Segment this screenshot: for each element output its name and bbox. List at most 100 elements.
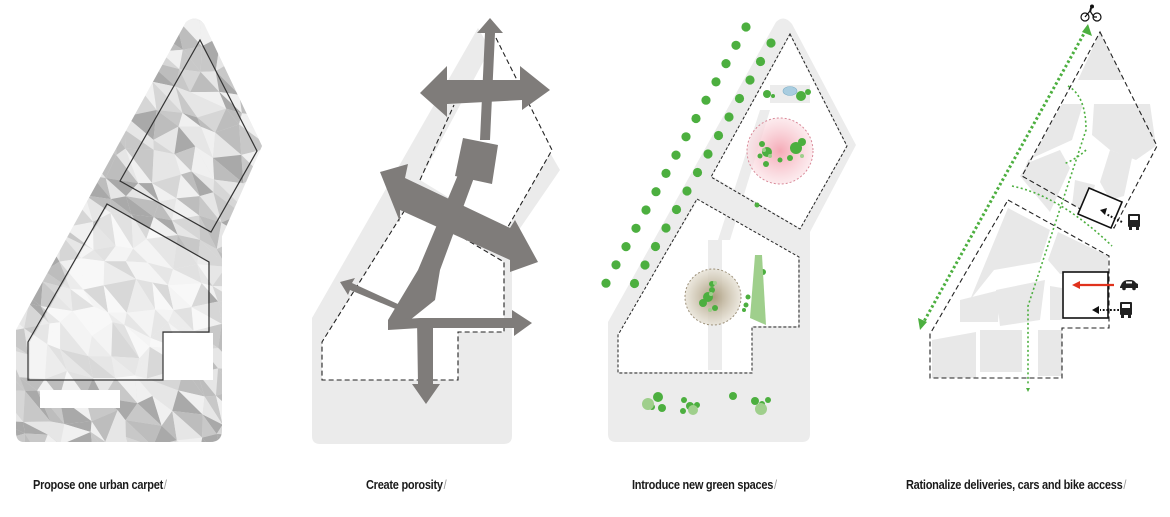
- plot-outlines-dashed: [321, 37, 553, 381]
- arrow-head-delivery-lower: [1092, 306, 1099, 314]
- carpet-triangle: [279, 130, 290, 149]
- carpet-triangle: [220, 36, 240, 59]
- carpet-triangle: [59, 18, 83, 27]
- carpet-triangle: [146, 378, 179, 397]
- carpet-triangle: [27, 168, 45, 202]
- carpet-triangle: [29, 130, 47, 153]
- carpet-triangle: [171, 198, 200, 221]
- tree: [681, 132, 691, 142]
- carpet-triangle: [60, 423, 91, 442]
- pedestrian-paths: [1011, 85, 1113, 385]
- tree: [661, 168, 671, 178]
- carpet-triangle: [128, 48, 160, 61]
- carpet-triangle: [16, 238, 22, 265]
- carpet-triangle: [287, 432, 290, 460]
- carpet-triangle: [283, 171, 290, 192]
- carpet-triangle: [105, 178, 139, 197]
- carpet-triangle: [249, 0, 263, 15]
- tree: [631, 223, 641, 233]
- carpet-triangle: [16, 18, 44, 30]
- carpet-triangle: [236, 18, 262, 43]
- carpet-triangle: [287, 48, 290, 71]
- carpet-triangle: [260, 173, 262, 205]
- carpet-triangle: [16, 433, 25, 442]
- carpet-triangle: [283, 349, 290, 374]
- carpet-triangle: [16, 41, 24, 66]
- carpet-triangle: [259, 42, 262, 72]
- tree: [671, 150, 681, 160]
- caption-slash: /: [443, 478, 447, 492]
- carpet-triangle: [18, 168, 39, 202]
- tree: [708, 308, 712, 312]
- carpet-triangle: [36, 217, 61, 248]
- carpet-triangle: [239, 94, 262, 117]
- carpet-triangle: [16, 0, 43, 18]
- panel-green-spaces: [590, 0, 870, 460]
- tree: [729, 392, 737, 400]
- carpet-triangle: [239, 267, 257, 291]
- tree: [671, 204, 682, 215]
- tree: [741, 22, 751, 32]
- carpet-triangle: [243, 236, 262, 261]
- delivery-truck-icon: [1128, 214, 1140, 230]
- carpet-triangle: [115, 375, 138, 404]
- carpet-triangle: [282, 86, 290, 118]
- carpet-triangle: [106, 18, 135, 29]
- carpet-triangle: [279, 21, 290, 52]
- carpet-triangle: [65, 65, 93, 83]
- carpet-triangle: [63, 171, 86, 200]
- carpet-triangle: [200, 239, 227, 267]
- carpet-triangle: [134, 375, 153, 397]
- carpet-triangle: [239, 236, 262, 268]
- arrow-north: [477, 18, 503, 140]
- tree: [768, 154, 772, 158]
- carpet-triangle: [152, 174, 181, 199]
- carpet-triangle: [216, 433, 247, 442]
- carpet-triangle: [235, 389, 262, 414]
- carpet-triangle: [239, 41, 260, 59]
- tree: [798, 138, 806, 146]
- tree: [787, 155, 793, 161]
- arrow-east-west-upper: [420, 66, 550, 117]
- carpet-triangle: [153, 109, 179, 140]
- carpet-triangle: [125, 183, 160, 202]
- carpet-triangle: [259, 18, 262, 48]
- tree: [711, 77, 721, 87]
- carpet-triangle: [222, 413, 236, 435]
- carpet-triangle: [149, 18, 176, 29]
- carpet-triangle: [281, 401, 290, 423]
- carpet-triangle: [16, 291, 29, 313]
- carpet-triangle: [16, 179, 19, 202]
- plot-outlines-dotted: [617, 32, 848, 374]
- carpet-triangle: [260, 147, 262, 174]
- carpet-triangle: [280, 401, 290, 424]
- carpet-triangle: [16, 103, 30, 133]
- carpet-triangle: [280, 349, 290, 374]
- carpet-triangle: [285, 204, 290, 214]
- carpet-triangle: [256, 219, 262, 246]
- carpet-triangle: [17, 199, 37, 218]
- carpet-triangle: [176, 437, 203, 442]
- carpet-triangle: [200, 126, 216, 158]
- carpet-triangle: [153, 446, 171, 460]
- carpet-triangle: [153, 126, 179, 155]
- carpet-triangle: [61, 82, 93, 117]
- carpet-triangle: [279, 130, 290, 146]
- carpet-triangle: [263, 245, 290, 260]
- arrow-head-path-south: [1026, 388, 1030, 392]
- carpet-triangle: [20, 244, 45, 272]
- carpet-triangle: [43, 18, 67, 20]
- carpet-triangle: [171, 220, 201, 240]
- carpet-triangle: [280, 424, 290, 448]
- carpet-triangle: [105, 441, 134, 442]
- carpet-triangle: [239, 260, 262, 291]
- arrow-south: [412, 320, 440, 404]
- carpet-triangle: [16, 328, 29, 355]
- carpet-triangle: [256, 315, 262, 332]
- carpet-triangle: [137, 396, 162, 426]
- carpet-triangle: [45, 130, 72, 153]
- carpet-triangle: [204, 395, 223, 425]
- carpet-triangle: [110, 108, 126, 130]
- carpet-triangle: [43, 18, 67, 20]
- carpet-triangle: [175, 18, 200, 21]
